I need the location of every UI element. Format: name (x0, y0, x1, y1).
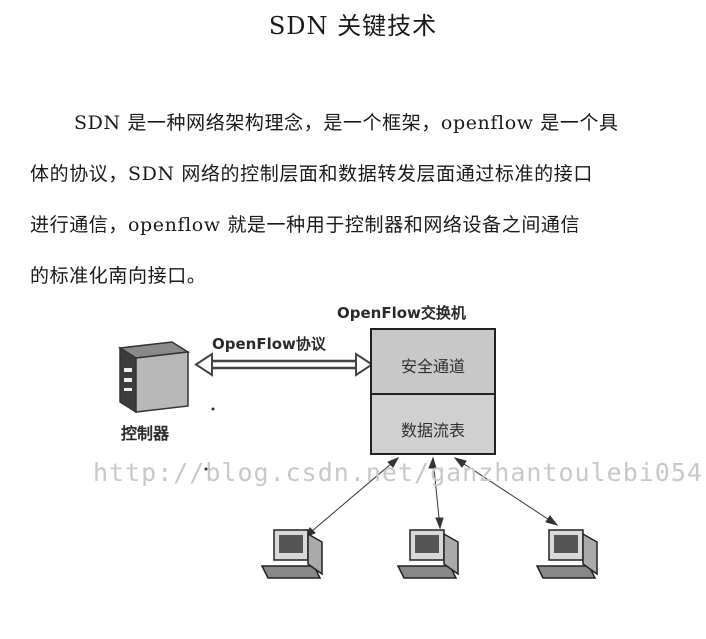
flow-table-label: 数据流表 (400, 421, 465, 440)
paragraph-line: 体的协议，SDN 网络的控制层面和数据转发层面通过标准的接口 (30, 163, 593, 185)
body-paragraph: SDN 是一种网络架构理念，是一个框架，openflow 是一个具 体的协议，S… (30, 98, 690, 302)
openflow-switch-box (370, 328, 496, 455)
paragraph-line: 进行通信，openflow 就是一种用于控制器和网络设备之间通信 (30, 214, 581, 236)
protocol-label: OpenFlow协议 (212, 335, 326, 353)
sdn-diagram: OpenFlow交换机 OpenFlow协议 安全通道 数据流表 控制器 htt… (0, 290, 706, 639)
diagram-graphics (117, 328, 598, 579)
host-computer-icon (260, 529, 323, 579)
page-title: SDN 关键技术 (268, 12, 438, 40)
protocol-double-arrow (194, 352, 374, 377)
paragraph-line: SDN 是一种网络架构理念，是一个框架，openflow 是一个具 (74, 112, 619, 134)
controller-label: 控制器 (121, 424, 170, 443)
host-computer-icon (535, 529, 598, 579)
host-computer-icon (396, 529, 459, 579)
watermark-text: http://blog.csdn.net/ganzhantoulebi054 (93, 458, 703, 487)
switch-title: OpenFlow交换机 (337, 304, 466, 322)
controller-server-icon (117, 341, 191, 414)
secure-channel-label: 安全通道 (400, 357, 465, 376)
paragraph-line: 的标准化南向接口。 (30, 265, 207, 287)
